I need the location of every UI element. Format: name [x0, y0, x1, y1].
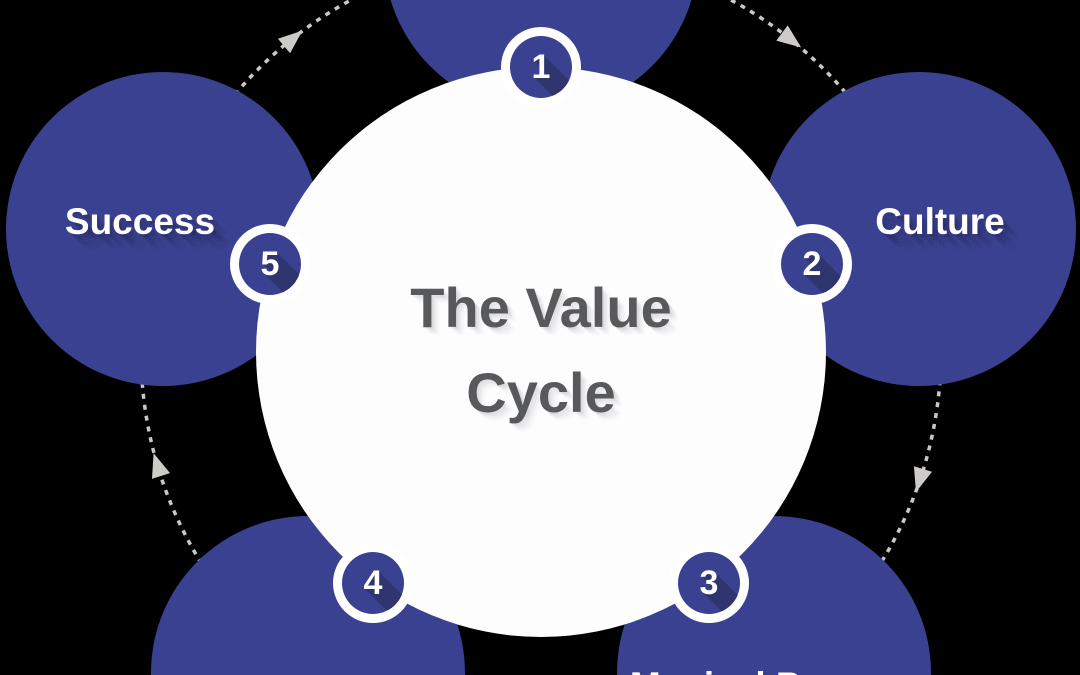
step-badge-2-inner: 2 — [781, 233, 843, 295]
arrowhead-1-to-2-icon — [776, 25, 802, 48]
step-number-5: 5 — [260, 245, 280, 283]
step-badge-5-inner: 5 — [239, 233, 301, 295]
step-badge-1-inner: 1 — [510, 36, 572, 98]
center-circle — [256, 67, 826, 637]
step-badge-5: 5 — [230, 224, 310, 304]
arrowhead-2-to-3-icon — [913, 466, 933, 492]
node-label-musical-prowess: Musical Prowess — [609, 664, 949, 675]
diagram-title-line-2: Cycle — [466, 361, 616, 424]
step-badge-2: 2 — [772, 224, 852, 304]
diagram-title-line-1: The Value — [410, 276, 672, 339]
diagram-title: The Value Cycle — [256, 265, 826, 435]
arrowhead-5-to-1-icon — [277, 30, 303, 54]
node-label-success: Success — [64, 201, 216, 242]
step-badge-4: 4 — [333, 543, 413, 623]
step-badge-4-inner: 4 — [342, 552, 404, 614]
node-label-culture: Culture — [875, 201, 1005, 242]
step-number-4: 4 — [363, 564, 383, 602]
step-number-1: 1 — [531, 48, 551, 86]
arrowhead-4-to-5-icon — [151, 453, 171, 479]
step-badge-3-inner: 3 — [678, 552, 740, 614]
step-number-2: 2 — [802, 245, 822, 283]
step-number-3: 3 — [699, 564, 719, 602]
step-badge-1: 1 — [501, 27, 581, 107]
step-badge-3: 3 — [669, 543, 749, 623]
